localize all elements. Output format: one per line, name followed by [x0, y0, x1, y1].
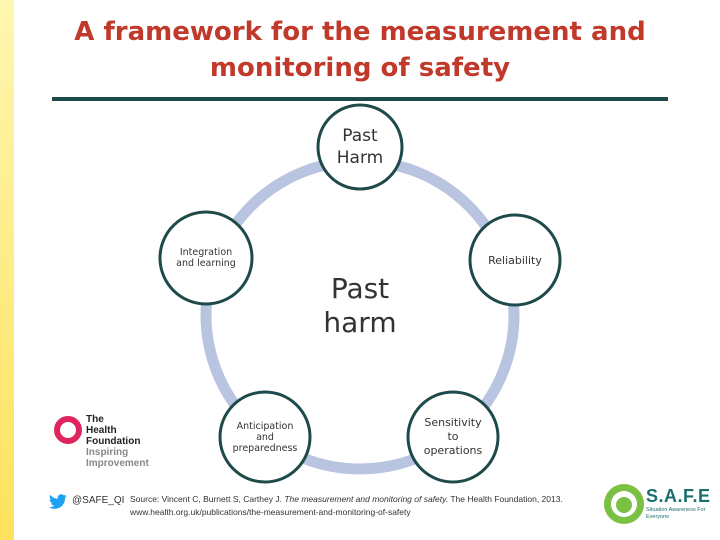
node-label-past-harm: Past Harm	[336, 126, 384, 168]
node-anticipation	[218, 390, 312, 484]
safe-logo	[604, 484, 644, 524]
node-integration	[158, 210, 254, 306]
health-foundation-wordmark: The Health Foundation Inspiring Improvem…	[86, 414, 149, 469]
title-divider	[52, 97, 668, 101]
safe-name: S.A.F.E	[646, 486, 711, 506]
node-label-integration: Integration and learning	[176, 247, 236, 269]
source-title: The measurement and monitoring of safety…	[284, 494, 449, 504]
node-label-anticipation: Anticipation and preparedness	[232, 420, 298, 454]
source-prefix: Source: Vincent C, Burnett S, Carthey J.	[130, 494, 285, 504]
twitter-icon[interactable]	[48, 494, 68, 510]
side-stripe	[0, 0, 14, 540]
center-label: Past harm	[323, 272, 397, 339]
slide-title: A framework for the measurement and moni…	[74, 17, 646, 83]
node-past-harm	[316, 103, 404, 191]
node-sensitivity	[406, 390, 500, 484]
hf-line-1: The	[86, 414, 104, 425]
source-suffix: The Health Foundation, 2013.	[448, 494, 563, 504]
hf-line-4: Inspiring	[86, 447, 129, 458]
node-label-sensitivity: Sensitivity to operations	[423, 416, 483, 457]
hf-line-3: Foundation	[86, 436, 141, 447]
hf-line-5: Improvement	[86, 458, 149, 469]
hf-line-2: Health	[86, 425, 117, 436]
source-url[interactable]: www.health.org.uk/publications/the-measu…	[130, 507, 411, 517]
safe-tagline: Situation Awareness For Everyone	[646, 507, 706, 520]
twitter-handle[interactable]: @SAFE_QI	[72, 495, 125, 506]
health-foundation-logo	[54, 416, 82, 444]
node-reliability	[468, 213, 562, 307]
node-label-reliability: Reliability	[488, 253, 542, 267]
source-citation: Source: Vincent C, Burnett S, Carthey J.…	[130, 493, 610, 519]
